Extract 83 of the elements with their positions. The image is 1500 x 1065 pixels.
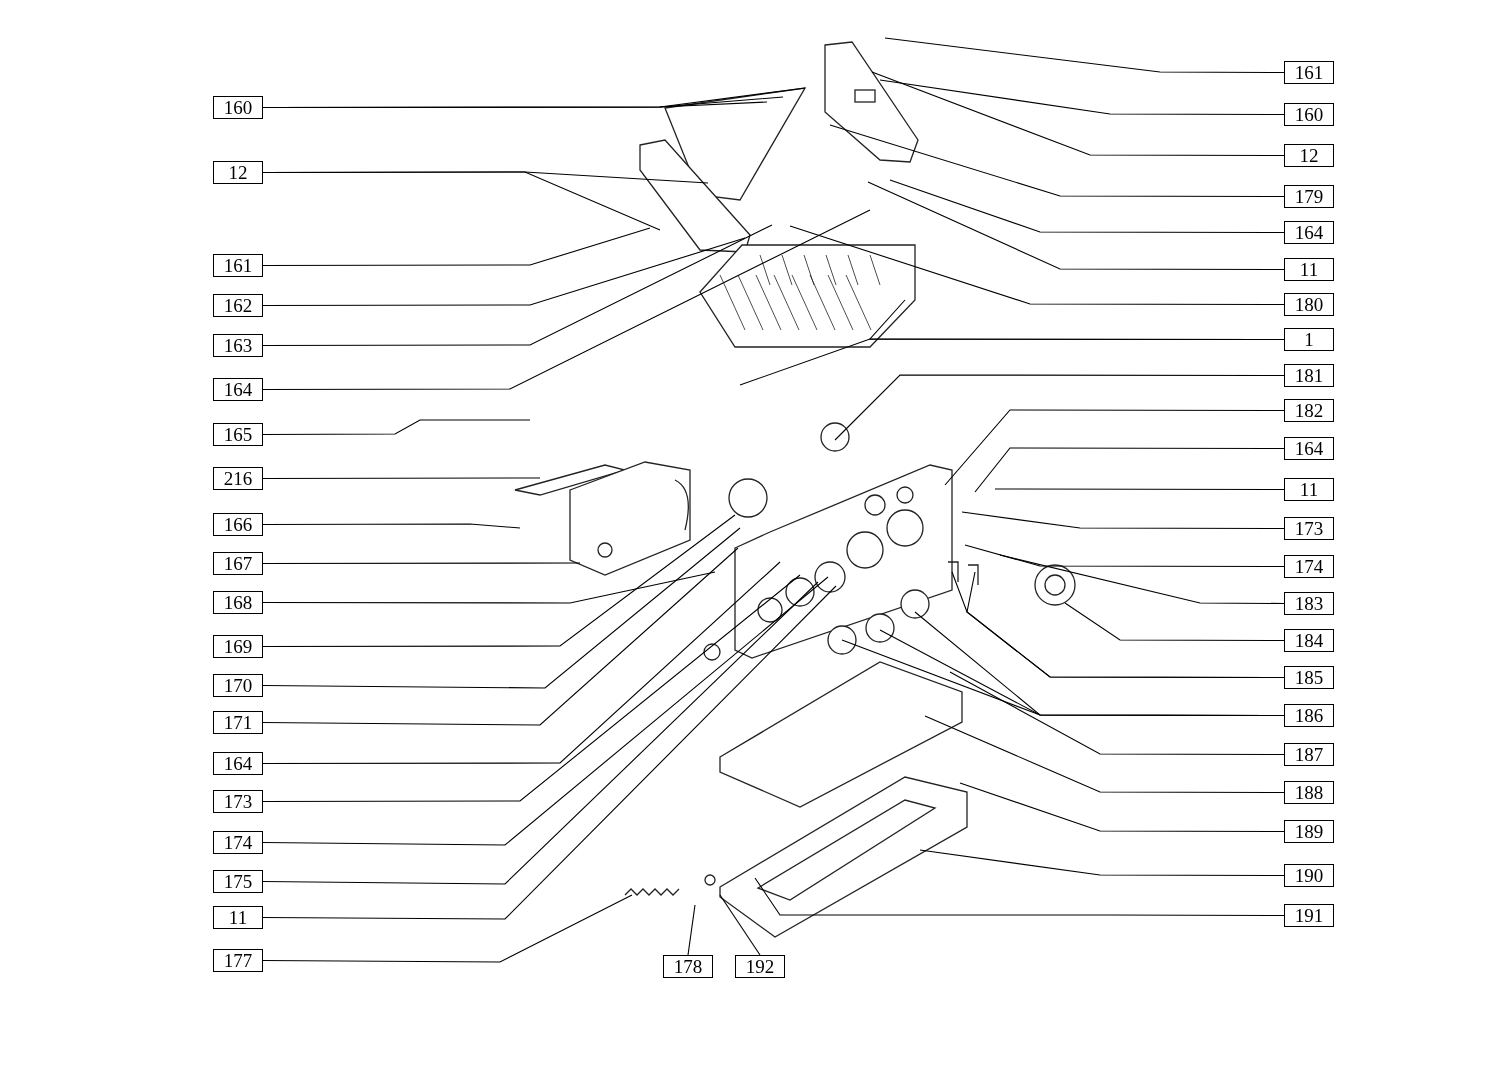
leader-line	[262, 209, 871, 391]
leader-line	[262, 547, 739, 726]
leader-line	[944, 409, 1285, 486]
callout-number: 189	[1284, 820, 1334, 843]
callout-number: 190	[1284, 864, 1334, 887]
leader-line	[964, 544, 1285, 568]
callout-number: 162	[213, 294, 263, 317]
callout-number: 12	[213, 161, 263, 184]
callout-number: 163	[213, 334, 263, 357]
callout-number: 165	[213, 423, 263, 446]
leader-line	[829, 124, 1285, 198]
leader-line	[1064, 602, 1285, 642]
leader-line	[959, 782, 1285, 833]
leader-line	[789, 225, 1285, 306]
leader-line	[262, 237, 746, 307]
callout-number: 179	[1284, 185, 1334, 208]
callout-number: 191	[1284, 904, 1334, 927]
callout-number: 164	[1284, 437, 1334, 460]
leader-line	[884, 37, 1285, 74]
callout-number: 173	[213, 790, 263, 813]
callout-number: 164	[1284, 221, 1334, 244]
leader-line	[262, 527, 741, 689]
callout-number: 185	[1284, 666, 1334, 689]
leader-line	[974, 447, 1285, 493]
leader-line	[262, 224, 773, 347]
leader-line	[999, 554, 1285, 605]
callout-number: 216	[213, 467, 263, 490]
leader-line	[889, 179, 1285, 234]
callout-number: 164	[213, 378, 263, 401]
callout-number: 183	[1284, 592, 1334, 615]
leader-line	[262, 477, 541, 480]
callout-number: 11	[1284, 258, 1334, 281]
callout-number: 181	[1284, 364, 1334, 387]
callout-number: 182	[1284, 399, 1334, 422]
leader-line	[719, 894, 761, 956]
callout-number: 192	[735, 955, 785, 978]
callout-number: 173	[1284, 517, 1334, 540]
callout-number: 167	[213, 552, 263, 575]
leader-line	[924, 715, 1285, 794]
callout-number: 188	[1284, 781, 1334, 804]
callout-number: 168	[213, 591, 263, 614]
callout-number: 11	[213, 906, 263, 929]
callout-number: 12	[1284, 144, 1334, 167]
leader-line	[262, 227, 651, 267]
leader-line	[262, 419, 531, 436]
callout-number: 174	[1284, 555, 1334, 578]
callout-number: 164	[213, 752, 263, 775]
leader-line	[687, 904, 696, 956]
callout-number: 169	[213, 635, 263, 658]
callout-number: 186	[1284, 704, 1334, 727]
leader-line	[867, 181, 1285, 271]
callout-number: 166	[213, 513, 263, 536]
leader-line	[262, 894, 633, 963]
callout-number: 171	[213, 711, 263, 734]
leader-line	[262, 562, 581, 565]
callout-number: 174	[213, 831, 263, 854]
callout-number: 184	[1284, 629, 1334, 652]
callout-number: 178	[663, 955, 713, 978]
callout-number: 1	[1284, 328, 1334, 351]
leader-line	[262, 514, 736, 648]
callout-number: 177	[213, 949, 263, 972]
callout-number: 161	[213, 254, 263, 277]
leader-line	[994, 488, 1285, 491]
callout-number: 160	[1284, 103, 1334, 126]
callout-number: 175	[213, 870, 263, 893]
leader-line	[754, 877, 1285, 917]
leader-line	[262, 561, 781, 765]
leader-line	[262, 576, 829, 846]
leader-line	[262, 523, 521, 529]
leader-line	[949, 671, 1285, 756]
leader-line	[262, 571, 716, 604]
callout-number: 11	[1284, 478, 1334, 501]
callout-number: 170	[213, 674, 263, 697]
callout-number: 180	[1284, 293, 1334, 316]
callout-number: 187	[1284, 743, 1334, 766]
leader-line	[262, 574, 801, 803]
leader-line	[961, 511, 1285, 530]
leader-line	[871, 71, 1285, 157]
leader-line	[834, 374, 1285, 441]
callout-number: 161	[1284, 61, 1334, 84]
callout-number: 160	[213, 96, 263, 119]
leader-line	[919, 849, 1285, 877]
leader-line	[879, 79, 1285, 116]
